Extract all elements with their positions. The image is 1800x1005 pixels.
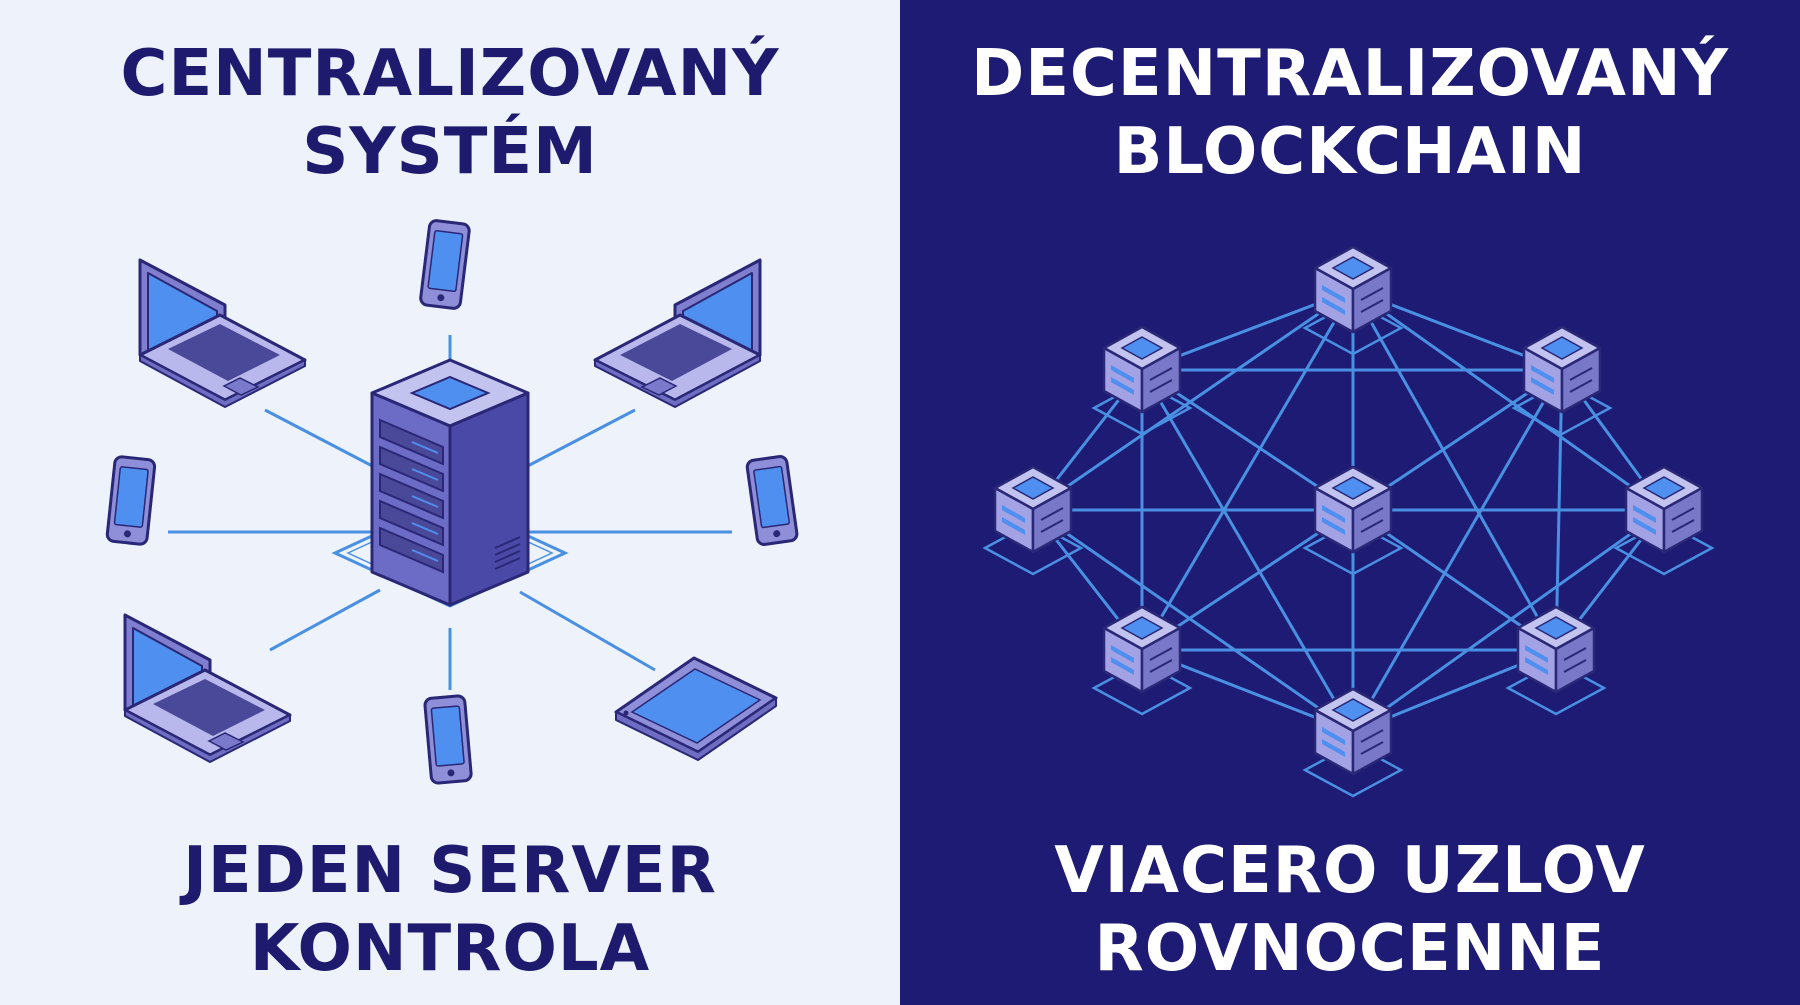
decentralized-panel: DECENTRALIZOVANÝ BLOCKCHAIN	[900, 0, 1800, 1005]
centralized-caption-line-1: JEDEN SERVER	[183, 834, 717, 908]
centralized-caption: JEDEN SERVER KONTROLA	[0, 832, 900, 988]
centralized-caption-line-2: KONTROLA	[249, 912, 651, 986]
smartphone-icon	[105, 454, 157, 547]
blockchain-node-icon	[1614, 465, 1714, 576]
decentralized-title: DECENTRALIZOVANÝ BLOCKCHAIN	[900, 35, 1800, 191]
centralized-title-line-2: SYSTÉM	[302, 115, 598, 189]
blockchain-node-icon	[1303, 687, 1403, 798]
smartphone-icon	[744, 454, 800, 547]
blockchain-node-icon	[1092, 605, 1192, 716]
smartphone-icon	[418, 218, 472, 311]
blockchain-network-diagram	[983, 245, 1714, 798]
centralized-panel: CENTRALIZOVANÝ SYSTÉM	[0, 0, 900, 1005]
laptop-icon	[123, 613, 292, 764]
centralized-network-diagram	[105, 218, 800, 786]
decentralized-title-line-1: DECENTRALIZOVANÝ	[971, 37, 1729, 111]
blockchain-node-icon	[983, 465, 1083, 576]
laptop-icon	[593, 258, 762, 409]
tablet-icon	[614, 656, 778, 761]
decentralized-caption-line-2: ROVNOCENNE	[1094, 912, 1606, 986]
decentralized-title-line-2: BLOCKCHAIN	[1113, 115, 1587, 189]
laptop-icon	[138, 258, 307, 409]
centralized-connection-lines	[168, 335, 732, 690]
decentralized-caption-line-1: VIACERO UZLOV	[1054, 834, 1646, 908]
server-tower-icon	[370, 358, 530, 607]
centralized-title: CENTRALIZOVANÝ SYSTÉM	[0, 35, 900, 191]
centralized-title-line-1: CENTRALIZOVANÝ	[120, 37, 780, 111]
blockchain-node-icon	[1506, 605, 1606, 716]
decentralized-caption: VIACERO UZLOV ROVNOCENNE	[900, 832, 1800, 988]
smartphone-icon	[422, 693, 474, 786]
